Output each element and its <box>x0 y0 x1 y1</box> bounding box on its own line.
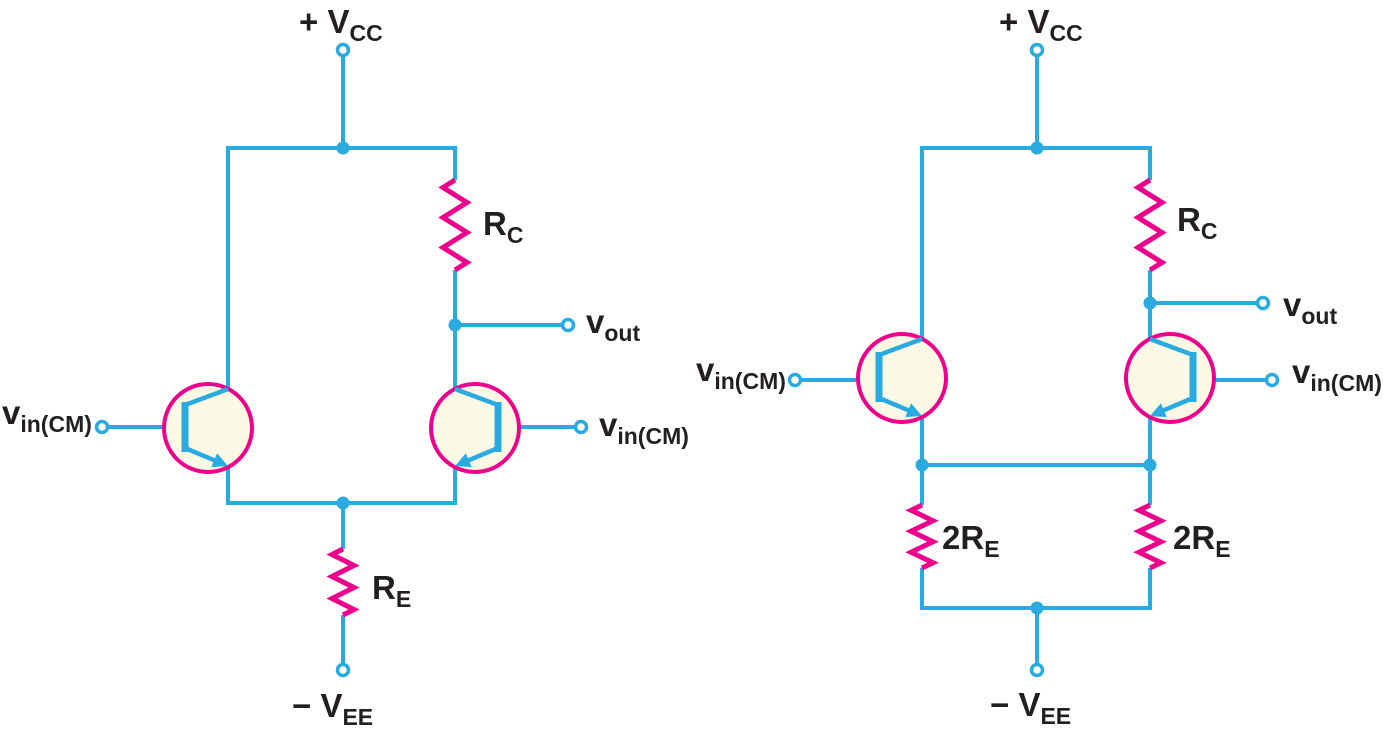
label-vcc-right: + VCC <box>999 5 1083 45</box>
label-vout-left: vout <box>586 305 640 345</box>
wire-top-rail-right <box>920 146 1152 339</box>
label-2re-left-right: 2RE <box>942 521 1000 561</box>
label-rc-right-sub: C <box>1200 218 1218 244</box>
label-vin-right-right-sub: in(CM) <box>1310 370 1382 396</box>
label-vin-left-right: vin(CM) <box>696 353 786 393</box>
terminal-vin-right-left <box>573 419 589 435</box>
label-vin-right-left: vin(CM) <box>599 408 689 448</box>
junction-vcc-left <box>336 141 350 155</box>
label-re-left-text: R <box>372 569 396 606</box>
terminal-vin-left-right <box>787 372 803 388</box>
label-vee-right: − VEE <box>990 688 1071 728</box>
transistor-q1-left <box>164 384 252 472</box>
label-vout-left-sub: out <box>604 320 641 346</box>
label-rc-right: RC <box>1177 203 1217 243</box>
resistor-re-left <box>326 546 360 618</box>
label-vee-right-text: − V <box>990 686 1041 723</box>
label-vin-left-right-sub: in(CM) <box>714 368 786 394</box>
label-rc-left-text: R <box>483 205 507 242</box>
resistor-rc-left <box>438 177 472 273</box>
label-vee-left-sub: EE <box>342 704 374 730</box>
terminal-vee-left <box>335 662 351 678</box>
label-vcc-left: + VCC <box>299 5 383 45</box>
label-vin-right-left-sub: in(CM) <box>617 423 689 449</box>
label-vee-left: − VEE <box>292 689 373 729</box>
label-vout-right-sub: out <box>1301 303 1338 329</box>
label-re-left-sub: E <box>395 586 412 612</box>
label-2re-right-right: 2RE <box>1173 521 1231 561</box>
label-vin-left-left-text: v <box>2 394 21 431</box>
label-vcc-right-sub: CC <box>1049 20 1083 46</box>
junction-emitter-right-right <box>1143 458 1157 472</box>
terminal-vin-left-left <box>94 419 110 435</box>
label-vin-right-right: vin(CM) <box>1292 355 1382 395</box>
label-2re-right-right-sub: E <box>1215 536 1231 562</box>
resistor-2re-left-right <box>905 502 939 571</box>
label-rc-right-text: R <box>1177 201 1201 238</box>
label-2re-right-right-text: 2R <box>1173 519 1216 556</box>
left-circuit <box>94 42 589 678</box>
label-vee-right-sub: EE <box>1040 703 1072 729</box>
label-vout-right-text: v <box>1283 286 1302 323</box>
terminal-vout-right <box>1255 295 1271 311</box>
label-vin-right-right-text: v <box>1292 353 1311 390</box>
terminal-vin-right-right <box>1264 372 1280 388</box>
junction-emitters-left <box>336 496 350 510</box>
label-vin-left-left-sub: in(CM) <box>20 411 92 437</box>
right-circuit <box>787 42 1280 678</box>
terminal-vout-left <box>560 317 576 333</box>
label-vin-left-right-text: v <box>696 351 715 388</box>
label-vin-right-left-text: v <box>599 406 618 443</box>
label-vcc-right-text: + V <box>999 3 1050 40</box>
label-vee-left-text: − V <box>292 687 343 724</box>
junction-vout-right <box>1143 296 1157 310</box>
terminal-vee-right <box>1029 662 1045 678</box>
wire-top-rail-left <box>226 146 457 389</box>
transistor-q2-right <box>1126 334 1214 422</box>
label-vcc-left-text: + V <box>299 3 350 40</box>
label-vin-left-left: vin(CM) <box>2 396 92 436</box>
junction-vcc-right <box>1030 141 1044 155</box>
terminal-vcc-right <box>1029 42 1045 58</box>
transistor-q1-right <box>858 334 946 422</box>
resistor-rc-right <box>1133 177 1167 273</box>
label-rc-left-sub: C <box>506 222 524 248</box>
terminal-vcc-left <box>335 42 351 58</box>
label-rc-left: RC <box>483 207 523 247</box>
label-vout-right: vout <box>1283 288 1337 328</box>
junction-vout-left <box>448 318 462 332</box>
junction-vee-right <box>1030 601 1044 615</box>
resistor-2re-right-right <box>1133 502 1167 571</box>
junction-emitter-left-right <box>915 458 929 472</box>
label-2re-left-right-text: 2R <box>942 519 985 556</box>
label-re-left: RE <box>372 571 411 611</box>
label-2re-left-right-sub: E <box>984 536 1000 562</box>
label-vout-left-text: v <box>586 303 605 340</box>
transistor-q2-left <box>431 384 519 472</box>
label-vcc-left-sub: CC <box>349 20 383 46</box>
